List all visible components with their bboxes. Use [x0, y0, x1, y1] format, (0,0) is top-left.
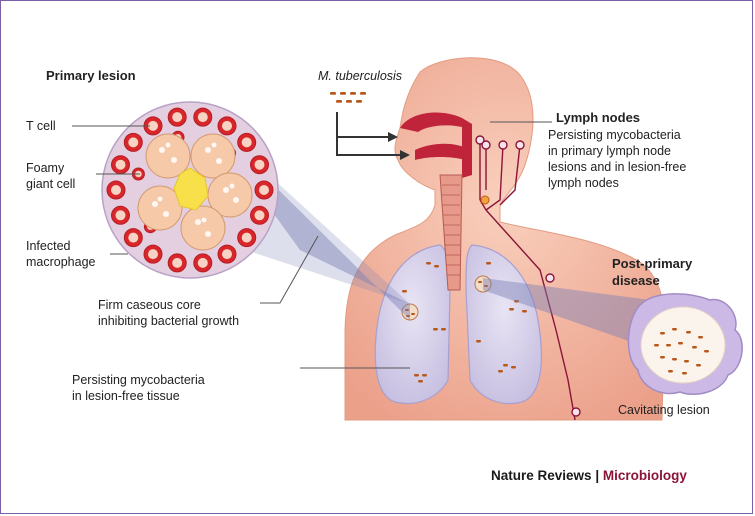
t-cell-label: T cell — [26, 119, 56, 133]
journal-name: Nature Reviews — [491, 468, 592, 483]
caseous-label-2: inhibiting bacterial growth — [98, 314, 239, 328]
t-cell-nucleus — [222, 249, 232, 259]
foamy-label-1: Foamy — [26, 161, 65, 175]
t-cell-nucleus — [222, 121, 232, 131]
t-cell-nucleus — [242, 137, 252, 147]
t-cell-nucleus — [172, 112, 182, 122]
granuloma — [102, 102, 278, 278]
t-cell-nucleus — [128, 233, 138, 243]
t-cell-nucleus — [198, 112, 208, 122]
figure-credit: Nature Reviews | Microbiology — [491, 468, 687, 483]
cavitating-lesion-label: Cavitating lesion — [618, 403, 710, 417]
persisting-label-1: Persisting mycobacteria — [72, 373, 205, 387]
t-cell-nucleus — [259, 185, 269, 195]
t-cell-nucleus — [148, 249, 158, 259]
caseous-label-1: Firm caseous core — [98, 298, 201, 312]
lymph-text-1: Persisting mycobacteria — [548, 128, 681, 142]
t-cell-nucleus — [172, 258, 182, 268]
lymph-text-3: lesions and in lesion-free — [548, 160, 686, 174]
inhaled-bacteria — [330, 92, 366, 103]
m-tuberculosis-label: M. tuberculosis — [318, 69, 402, 83]
t-cell-nucleus — [111, 185, 121, 195]
lymph-node-lesion — [481, 196, 489, 204]
t-cell-nucleus — [255, 160, 265, 170]
lymph-nodes-title: Lymph nodes — [556, 110, 640, 125]
cavitating-lesion — [628, 294, 742, 394]
persisting-label-2: in lesion-free tissue — [72, 389, 180, 403]
primary-lesion-title: Primary lesion — [46, 68, 136, 83]
credit-separator: | — [595, 468, 599, 483]
t-cell-nucleus — [242, 233, 252, 243]
journal-section: Microbiology — [603, 468, 687, 483]
t-cell-nucleus — [198, 258, 208, 268]
post-primary-title-2: disease — [612, 273, 660, 288]
post-primary-title-1: Post-primary — [612, 256, 693, 271]
infected-label-2: macrophage — [26, 255, 96, 269]
infected-label-1: Infected — [26, 239, 71, 253]
t-cell-nucleus — [128, 137, 138, 147]
lymph-text-4: lymph nodes — [548, 176, 619, 190]
t-cell-nucleus — [255, 210, 265, 220]
t-cell-nucleus — [116, 160, 126, 170]
foamy-label-2: giant cell — [26, 177, 75, 191]
lymph-text-2: in primary lymph node — [548, 144, 671, 158]
t-cell-nucleus — [116, 210, 126, 220]
